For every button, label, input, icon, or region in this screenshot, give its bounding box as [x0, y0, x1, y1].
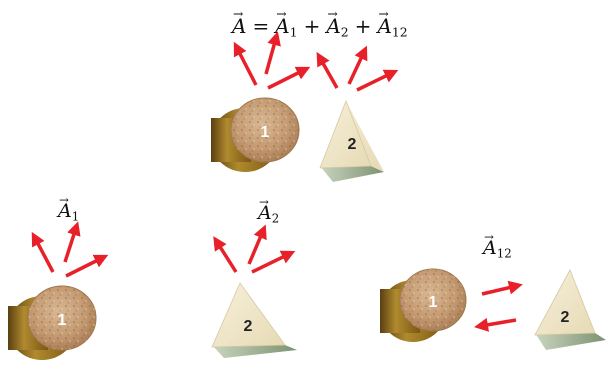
arrow-to-disc [481, 320, 516, 326]
arrow [35, 238, 53, 272]
top-triangle: 2 [320, 101, 384, 182]
left-disc-number: 1 [58, 312, 67, 329]
interaction-arrows [481, 286, 516, 326]
arrow [217, 242, 236, 272]
left-disc-arrows [35, 228, 102, 276]
arrow [249, 231, 263, 264]
middle-triangle-arrows [217, 231, 289, 272]
arrow [268, 70, 304, 88]
arrow [266, 38, 276, 74]
right-disc: 1 [380, 269, 466, 342]
left-disc: 1 [8, 286, 96, 360]
right-disc-number: 1 [429, 294, 438, 311]
arrow [66, 258, 102, 276]
right-triangle-number: 2 [561, 309, 570, 326]
top-triangle-number: 2 [348, 136, 357, 153]
middle-triangle: 2 [212, 283, 297, 358]
top-disc: 1 [211, 98, 299, 172]
middle-triangle-number: 2 [244, 318, 253, 335]
arrow [252, 254, 289, 272]
right-triangle: 2 [535, 270, 606, 350]
top-triangle-arrows [320, 52, 392, 90]
arrow [357, 73, 392, 90]
top-disc-arrows [237, 38, 304, 88]
arrow [237, 48, 256, 85]
arrow [349, 52, 364, 84]
arrow [320, 58, 337, 88]
arrow-to-triangle [482, 286, 516, 294]
top-disc-number: 1 [261, 124, 270, 141]
arrow [65, 228, 76, 262]
